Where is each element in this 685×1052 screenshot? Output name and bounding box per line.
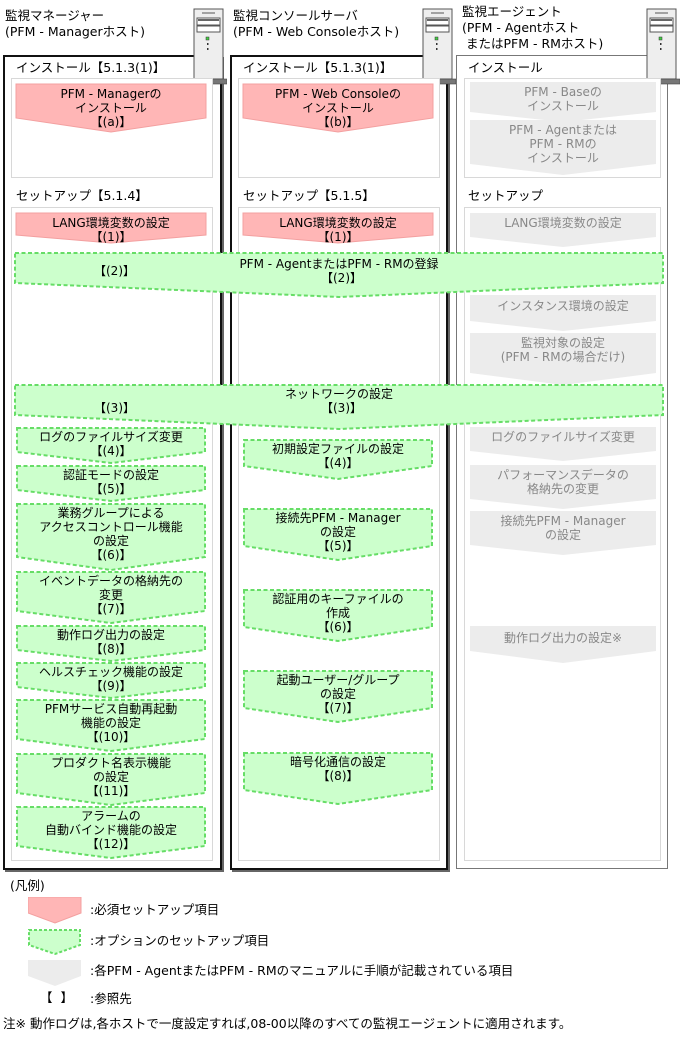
- legend-bracket-symbol: 【 】: [40, 990, 73, 1005]
- step-install-pfm-agent-rm: PFM - Agentまたは PFM - RMの インストール: [470, 120, 656, 176]
- agent-setup-label: セットアップ: [468, 188, 544, 203]
- agent-install-label: インストール: [468, 60, 543, 75]
- manager-setup-label: セットアップ【5.1.4】: [16, 188, 148, 203]
- step-perf-data-dir-agent: パフォーマンスデータの 格納先の変更: [470, 465, 656, 509]
- step-lang-env-agent: LANG環境変数の設定: [470, 213, 656, 253]
- step-monitoring-target-agent: 監視対象の設定 (PFM - RMの場合だけ): [470, 333, 656, 389]
- manager-install-label: インストール【5.1.3(1)】: [16, 60, 166, 75]
- server-icon: [419, 8, 456, 85]
- manager-title: 監視マネージャー(PFM - Managerホスト): [5, 8, 146, 39]
- console-setup-label: セットアップ【5.1.5】: [243, 188, 375, 203]
- step-connect-manager-agent: 接続先PFM - Manager の設定: [470, 511, 656, 555]
- legend-required-shape: [28, 897, 82, 924]
- ref-manager-3: 【(3)】: [94, 401, 135, 415]
- legend-required-label: :必須セットアップ項目: [90, 902, 220, 917]
- step-lang-env-manager: LANG環境変数の設定 【(1)】: [15, 212, 207, 253]
- step-auth-mode-manager: 認証モードの設定 【(5)】: [16, 465, 206, 503]
- step-action-log-agent: 動作ログ出力の設定※: [470, 626, 656, 666]
- server-icon: [643, 8, 680, 85]
- agent-title: 監視エージェント(PFM - Agentホスト またはPFM - RMホスト): [462, 4, 604, 51]
- step-log-filesize-agent: ログのファイルサイズ変更: [470, 427, 656, 463]
- step-init-config-file-console: 初期設定ファイルの設定 【(4)】: [243, 439, 433, 481]
- step-network-setting: ネットワークの設定 【(3)】 【(3)】: [14, 384, 664, 431]
- step-product-name-display-manager: プロダクト名表示機能 の設定 【(11)】: [16, 753, 206, 807]
- step-connect-manager-console: 接続先PFM - Manager の設定 【(5)】: [243, 508, 433, 562]
- step-access-control-manager: 業務グループによる アクセスコントロール機能 の設定 【(6)】: [16, 503, 206, 572]
- legend-title: (凡例): [10, 878, 45, 893]
- step-install-pfm-base: PFM - Baseの インストール: [470, 82, 656, 122]
- server-icon: [190, 8, 227, 85]
- legend-optional-shape: [28, 929, 81, 956]
- step-event-data-dir-manager: イベントデータの格納先の 変更 【(7)】: [16, 571, 206, 625]
- step-action-log-manager: 動作ログ出力の設定 【(8)】: [16, 625, 206, 663]
- ref-console-2: 【(2)】: [321, 271, 362, 285]
- step-install-pfm-web-console: PFM - Web Consoleの インストール 【(b)】: [242, 83, 434, 134]
- step-auto-restart-manager: PFMサービス自動再起動 機能の設定 【(10)】: [16, 699, 206, 753]
- legend-optional-label: :オプションのセットアップ項目: [90, 933, 270, 948]
- legend-agent-label: :各PFM - AgentまたはPFM - RMのマニュアルに手順が記載されてい…: [90, 963, 514, 978]
- ref-console-3: 【(3)】: [321, 401, 362, 415]
- ref-manager-2: 【(2)】: [94, 264, 135, 278]
- step-health-check-manager: ヘルスチェック機能の設定 【(9)】: [16, 662, 206, 700]
- step-startup-user-group-console: 起動ユーザー/グループ の設定 【(7)】: [243, 670, 433, 724]
- step-alarm-auto-bind-manager: アラームの 自動バインド機能の設定 【(12)】: [16, 806, 206, 860]
- step-lang-env-console: LANG環境変数の設定 【(1)】: [242, 212, 434, 253]
- step-register-agent-rm: PFM - AgentまたはPFM - RMの登録 【(2)】 【(2)】: [14, 252, 664, 299]
- step-auth-keyfile-console: 認証用のキーファイルの 作成 【(6)】: [243, 589, 433, 643]
- step-log-filesize-manager: ログのファイルサイズ変更 【(4)】: [16, 427, 206, 465]
- step-install-pfm-manager: PFM - Managerの インストール 【(a)】: [15, 83, 207, 134]
- console-title: 監視コンソールサーバ(PFM - Web Consoleホスト): [233, 8, 400, 39]
- console-install-label: インストール【5.1.3(1)】: [243, 60, 393, 75]
- step-instance-env-agent: インスタンス環境の設定: [470, 295, 656, 335]
- footnote: 注※ 動作ログは,各ホストで一度設定すれば,08-00以降のすべての監視エージェ…: [3, 1016, 572, 1031]
- legend-bracket-label: :参照先: [90, 991, 132, 1006]
- step-encrypted-comm-console: 暗号化通信の設定 【(8)】: [243, 752, 433, 806]
- legend-agent-shape: [28, 960, 81, 986]
